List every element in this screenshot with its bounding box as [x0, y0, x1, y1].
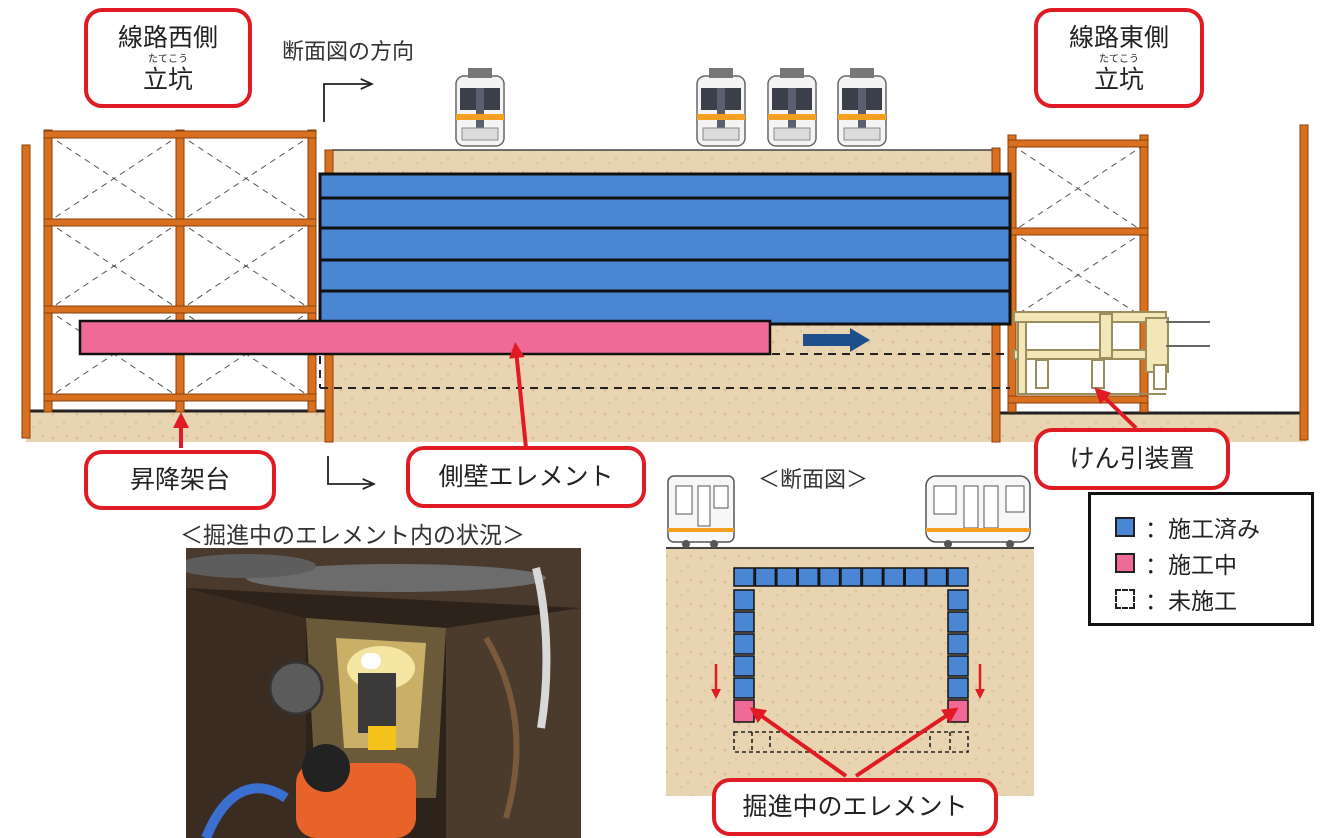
- advance-direction-arrow: [803, 328, 870, 352]
- west-shaft-scaffold: [21, 129, 334, 443]
- west-shaft-main: 立坑: [142, 65, 193, 94]
- lift-platform-callout: 昇降架台: [84, 450, 276, 510]
- east-shaft-title: 線路東側: [1068, 23, 1169, 52]
- section-top-element: [776, 567, 798, 587]
- section-direction-arrow-top: [323, 84, 372, 122]
- pointer-traction-device: [1094, 387, 1138, 430]
- section-top-element: [733, 567, 755, 587]
- traction-device: [1013, 311, 1210, 395]
- section-top-element: [925, 567, 948, 587]
- tunnel-photo-illustration: [186, 548, 581, 838]
- not-started-elements: [319, 353, 1010, 389]
- cross-section-elements: [733, 567, 969, 723]
- photo-caption: ＜掘進中のエレメント内の状況＞: [180, 523, 525, 549]
- section-direction-arrow-bottom: [327, 456, 374, 484]
- legend-item-in-progress: ：施工中: [1115, 545, 1311, 581]
- section-right-wall-element: [947, 611, 969, 633]
- completed-element-5: [318, 289, 1012, 326]
- section-right-wall-element: [947, 655, 969, 677]
- east-shaft-ruby: たてこう: [1099, 54, 1139, 65]
- pointer-side-wall-element: [508, 342, 528, 449]
- section-top-element: [797, 567, 819, 587]
- train-front-icon-1: [455, 68, 505, 147]
- east-shaft-main: 立坑: [1093, 65, 1144, 94]
- section-right-wall-element: [947, 677, 969, 699]
- traction-device-label: けん引装置: [1069, 444, 1195, 473]
- section-right-wall-element: [947, 589, 969, 611]
- side-wall-element-label: 側壁エレメント: [438, 462, 614, 491]
- completed-element-3: [318, 226, 1012, 262]
- in-progress-element: [78, 319, 772, 356]
- section-top-element: [754, 567, 777, 587]
- legend: ：施工済み ：施工中 ：未施工: [1088, 492, 1314, 626]
- section-top-element: [861, 567, 884, 587]
- west-shaft-ruby: たてこう: [148, 54, 188, 65]
- train-front-icon-3: [767, 68, 817, 147]
- traction-device-callout: けん引装置: [1034, 428, 1230, 490]
- legend-item-not-started: ：未施工: [1115, 581, 1311, 617]
- section-direction-label: 断面図の方向: [282, 40, 415, 65]
- legend-swatch-done: [1115, 517, 1135, 537]
- train-side-icon-1: [667, 475, 735, 548]
- section-left-wall-element: [733, 633, 755, 655]
- west-shaft-title: 線路西側: [117, 23, 218, 52]
- section-top-element: [883, 567, 905, 587]
- legend-swatch-not-started: [1115, 589, 1135, 609]
- side-wall-element-callout: 側壁エレメント: [406, 446, 646, 508]
- advancing-element-label: 掘進中のエレメント: [742, 792, 968, 821]
- legend-swatch-in-progress: [1115, 553, 1135, 573]
- photo-tunnel-interior: [186, 548, 581, 838]
- east-shaft-callout: 線路東側 たてこう 立坑: [1034, 8, 1204, 108]
- legend-text-done: ：施工済み: [1145, 517, 1260, 543]
- section-left-wall-element: [733, 611, 755, 633]
- train-front-icon-4: [837, 68, 887, 147]
- train-front-icon-2: [696, 68, 746, 147]
- section-top-element: [947, 567, 969, 587]
- section-right-wall-element: [947, 633, 969, 655]
- section-left-wall-element: [733, 655, 755, 677]
- completed-element-4: [318, 258, 1012, 293]
- advancing-element-callout: 掘進中のエレメント: [712, 778, 998, 836]
- section-top-element: [904, 567, 926, 587]
- section-top-element: [818, 567, 841, 587]
- section-top-element: [840, 567, 862, 587]
- section-left-advancing-element: [733, 699, 755, 723]
- completed-elements: [318, 172, 1012, 326]
- section-left-wall-element: [733, 589, 755, 611]
- cross-section-title: ＜断面図＞: [758, 468, 869, 493]
- section-left-wall-element: [733, 677, 755, 699]
- completed-element-2: [318, 196, 1012, 230]
- pointer-advancing-left: [749, 707, 848, 778]
- pointer-advancing-right: [854, 707, 959, 778]
- legend-text-not-started: ：未施工: [1145, 589, 1237, 615]
- train-side-icon-2: [925, 475, 1031, 548]
- legend-item-done: ：施工済み: [1115, 509, 1311, 545]
- completed-element-1: [318, 172, 1012, 200]
- legend-text-in-progress: ：施工中: [1145, 553, 1237, 579]
- cross-section-panel: [666, 475, 1034, 796]
- west-shaft-callout: 線路西側 たてこう 立坑: [84, 8, 252, 108]
- lift-platform-label: 昇降架台: [129, 465, 230, 494]
